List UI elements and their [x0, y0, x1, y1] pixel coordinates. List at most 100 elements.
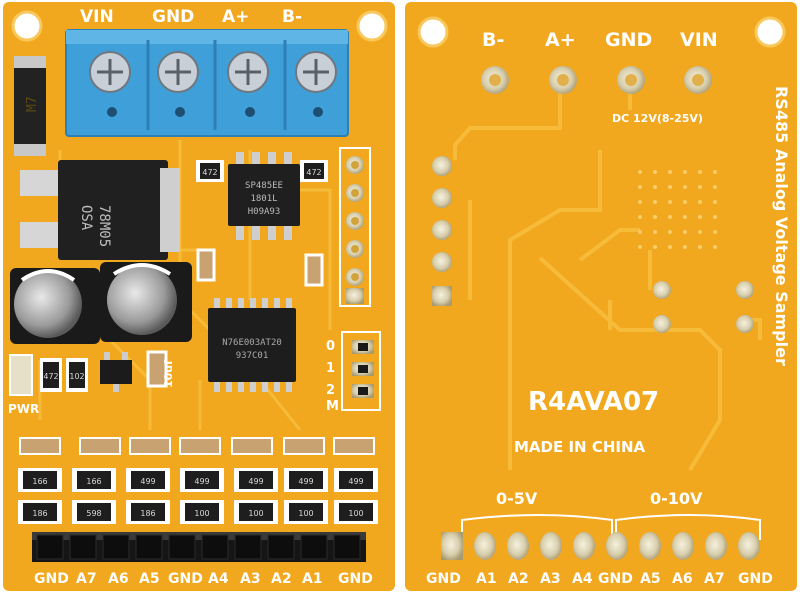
front-label-a-plus: A+ — [222, 7, 249, 27]
resistor-code: 499 — [140, 477, 155, 486]
resistor-code: 100 — [194, 509, 209, 518]
diode-marking: M7 — [25, 96, 40, 112]
uart-header-pads — [432, 156, 452, 306]
back-pin-label: A7 — [704, 571, 725, 587]
smd-capacitor — [283, 437, 325, 455]
pwr-led — [9, 354, 33, 396]
front-label-b-minus: B- — [282, 7, 302, 27]
back-pin-label: A4 — [572, 571, 593, 587]
smd-resistor: 100 — [284, 500, 328, 524]
regulator-marking-2: OSA — [78, 205, 94, 231]
smd-resistor: 166 — [72, 468, 116, 492]
mount-hole-top-right — [754, 16, 786, 48]
resistor-code: 499 — [348, 477, 363, 486]
front-pin-label: A2 — [271, 571, 292, 587]
front-pin-label: A4 — [208, 571, 229, 587]
resistor-code: 472 — [202, 168, 217, 177]
model-number: R4AVA07 — [528, 387, 659, 417]
smd-capacitor — [179, 437, 221, 455]
voltage-regulator: 78M05 OSA — [20, 160, 180, 260]
resistor-code: 186 — [32, 509, 47, 518]
back-traces — [453, 80, 762, 472]
terminal-screw — [295, 51, 337, 93]
input-divider-network: 166 166 499 499 499 499 499 186 598 186 … — [18, 437, 378, 524]
back-pin-label: GND — [598, 571, 633, 587]
back-pin-label: A6 — [672, 571, 693, 587]
resistor-code: 166 — [32, 477, 47, 486]
screw-terminal-block — [65, 29, 349, 137]
resistor-code: 102 — [69, 372, 84, 381]
mode-jumper-pads — [341, 331, 381, 411]
back-pcb — [405, 2, 797, 591]
via-grid — [638, 170, 717, 249]
resistor-code: 100 — [348, 509, 363, 518]
front-pin-label: GND — [34, 571, 69, 587]
back-label-b-minus: B- — [482, 29, 504, 51]
resistor-code: 186 — [140, 509, 155, 518]
terminal-solder-pads — [481, 66, 712, 94]
smd-capacitor — [129, 437, 171, 455]
smd-resistor: 499 — [126, 468, 170, 492]
smd-capacitor — [146, 350, 168, 388]
back-pin-label: A5 — [640, 571, 661, 587]
resistor-code: 166 — [86, 477, 101, 486]
back-label-a-plus: A+ — [545, 29, 576, 51]
transistor — [100, 352, 132, 392]
smd-resistor: 598 — [72, 500, 116, 524]
rs485-transceiver-ic: SP485EE 1801L H09A93 — [228, 152, 300, 240]
smd-resistor: 499 — [180, 468, 224, 492]
back-pin-label: A2 — [508, 571, 529, 587]
smd-capacitor — [333, 437, 375, 455]
analog-pin-pads — [441, 532, 760, 560]
mode-label-2: 2 — [326, 383, 335, 398]
smd-resistor: 499 — [234, 468, 278, 492]
smd-capacitor — [79, 437, 121, 455]
smd-resistor: 100 — [334, 500, 378, 524]
smd-resistor: 100 — [234, 500, 278, 524]
resistor-code: 598 — [86, 509, 101, 518]
resistor-code: 100 — [298, 509, 313, 518]
front-pin-label: A6 — [108, 571, 129, 587]
smd-resistor: 472 — [196, 160, 224, 182]
front-label-vin: VIN — [80, 7, 114, 27]
front-pin-label: A3 — [240, 571, 261, 587]
range-bracket-high — [615, 514, 761, 540]
mount-hole-top-right — [356, 10, 388, 42]
smd-resistor: 166 — [18, 468, 62, 492]
resistor-code: 499 — [194, 477, 209, 486]
front-pin-label: A5 — [139, 571, 160, 587]
analog-pin-header — [32, 532, 366, 562]
smd-resistor: 499 — [334, 468, 378, 492]
transceiver-marking-2: 1801L — [250, 194, 277, 204]
range-bracket-low — [461, 514, 613, 540]
jumper-solder-pads — [653, 281, 754, 333]
front-board: VIN GND A+ B- M7 78M05 OSA SP485E — [3, 2, 395, 591]
made-in-label: MADE IN CHINA — [514, 438, 646, 456]
electrolytic-capacitor — [10, 268, 100, 344]
mcu-marking-1: N76E003AT20 — [222, 338, 282, 348]
mount-hole-top-left — [417, 16, 449, 48]
back-label-gnd: GND — [605, 29, 652, 51]
pwr-label: PWR — [8, 402, 39, 416]
microcontroller-ic: N76E003AT20 937C01 — [208, 298, 296, 392]
resistor-code: 472 — [306, 168, 321, 177]
mount-hole-top-left — [11, 10, 43, 42]
back-pin-label: GND — [738, 571, 773, 587]
product-title: RS485 Analog Voltage Sampler — [772, 86, 791, 366]
regulator-marking-1: 78M05 — [96, 205, 112, 247]
resistor-code: 100 — [248, 509, 263, 518]
back-pin-label: A3 — [540, 571, 561, 587]
front-pin-label: GND — [338, 571, 373, 587]
back-pin-label: A1 — [476, 571, 497, 587]
transceiver-marking-3: H09A93 — [248, 207, 281, 217]
smd-capacitor — [304, 253, 324, 287]
range-label-high: 0-10V — [650, 489, 703, 508]
mode-label-m: M — [326, 399, 339, 414]
terminal-screw — [157, 51, 199, 93]
range-label-low: 0-5V — [496, 489, 538, 508]
smd-resistor: 186 — [18, 500, 62, 524]
resistor-code: 499 — [298, 477, 313, 486]
resistor-code: 472 — [43, 372, 58, 381]
smd-resistor: 100 — [180, 500, 224, 524]
